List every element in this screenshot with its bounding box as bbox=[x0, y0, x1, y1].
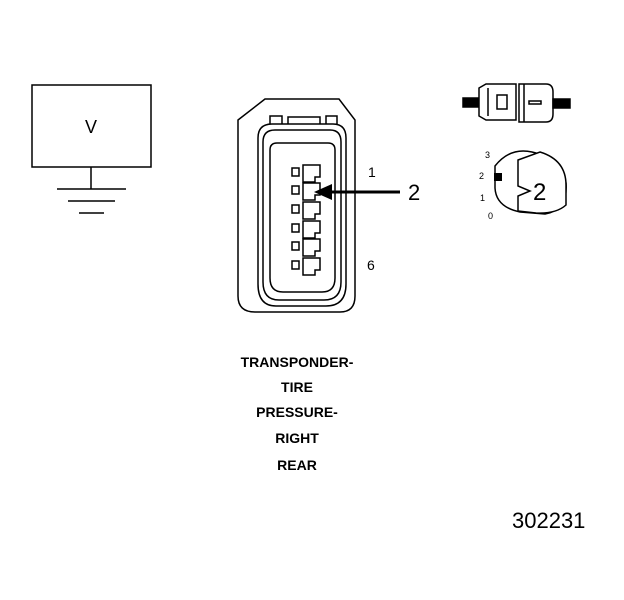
voltage-box bbox=[31, 84, 152, 168]
caption-line-2: TIRE bbox=[281, 379, 313, 395]
voltage-label: V bbox=[85, 117, 97, 137]
caption-line-1: TRANSPONDER- bbox=[241, 354, 354, 370]
callout-label: 2 bbox=[408, 180, 420, 205]
terminal-pin-6 bbox=[291, 257, 321, 276]
component-caption: TRANSPONDER- TIRE PRESSURE- RIGHT REAR bbox=[241, 354, 354, 473]
pin-last-label: 6 bbox=[367, 257, 375, 273]
position-label-1: 1 bbox=[480, 193, 485, 203]
callout-arrow bbox=[314, 184, 400, 200]
voltage-source: V bbox=[31, 84, 152, 214]
caption-line-5: REAR bbox=[277, 457, 317, 473]
position-selected: 2 bbox=[533, 179, 546, 206]
terminal-pin-2 bbox=[291, 182, 321, 201]
terminal-pin-3 bbox=[291, 201, 321, 220]
connector-face bbox=[237, 98, 356, 313]
ground-icon bbox=[57, 188, 126, 214]
caption-line-3: PRESSURE- bbox=[256, 404, 338, 420]
position-label-3: 3 bbox=[485, 150, 490, 160]
caption-line-4: RIGHT bbox=[275, 430, 319, 446]
terminal-pin-1 bbox=[291, 164, 321, 183]
pin-first-label: 1 bbox=[368, 164, 376, 180]
position-indicator: 3 2 1 0 2 bbox=[479, 150, 567, 221]
figure-number: 302231 bbox=[512, 508, 585, 533]
position-label-2: 2 bbox=[479, 171, 484, 181]
position-label-0: 0 bbox=[488, 211, 493, 221]
terminal-cavities bbox=[291, 164, 321, 276]
terminal-pin-4 bbox=[291, 220, 321, 239]
terminal-pin-5 bbox=[291, 238, 321, 257]
connector-side-view bbox=[462, 83, 571, 123]
